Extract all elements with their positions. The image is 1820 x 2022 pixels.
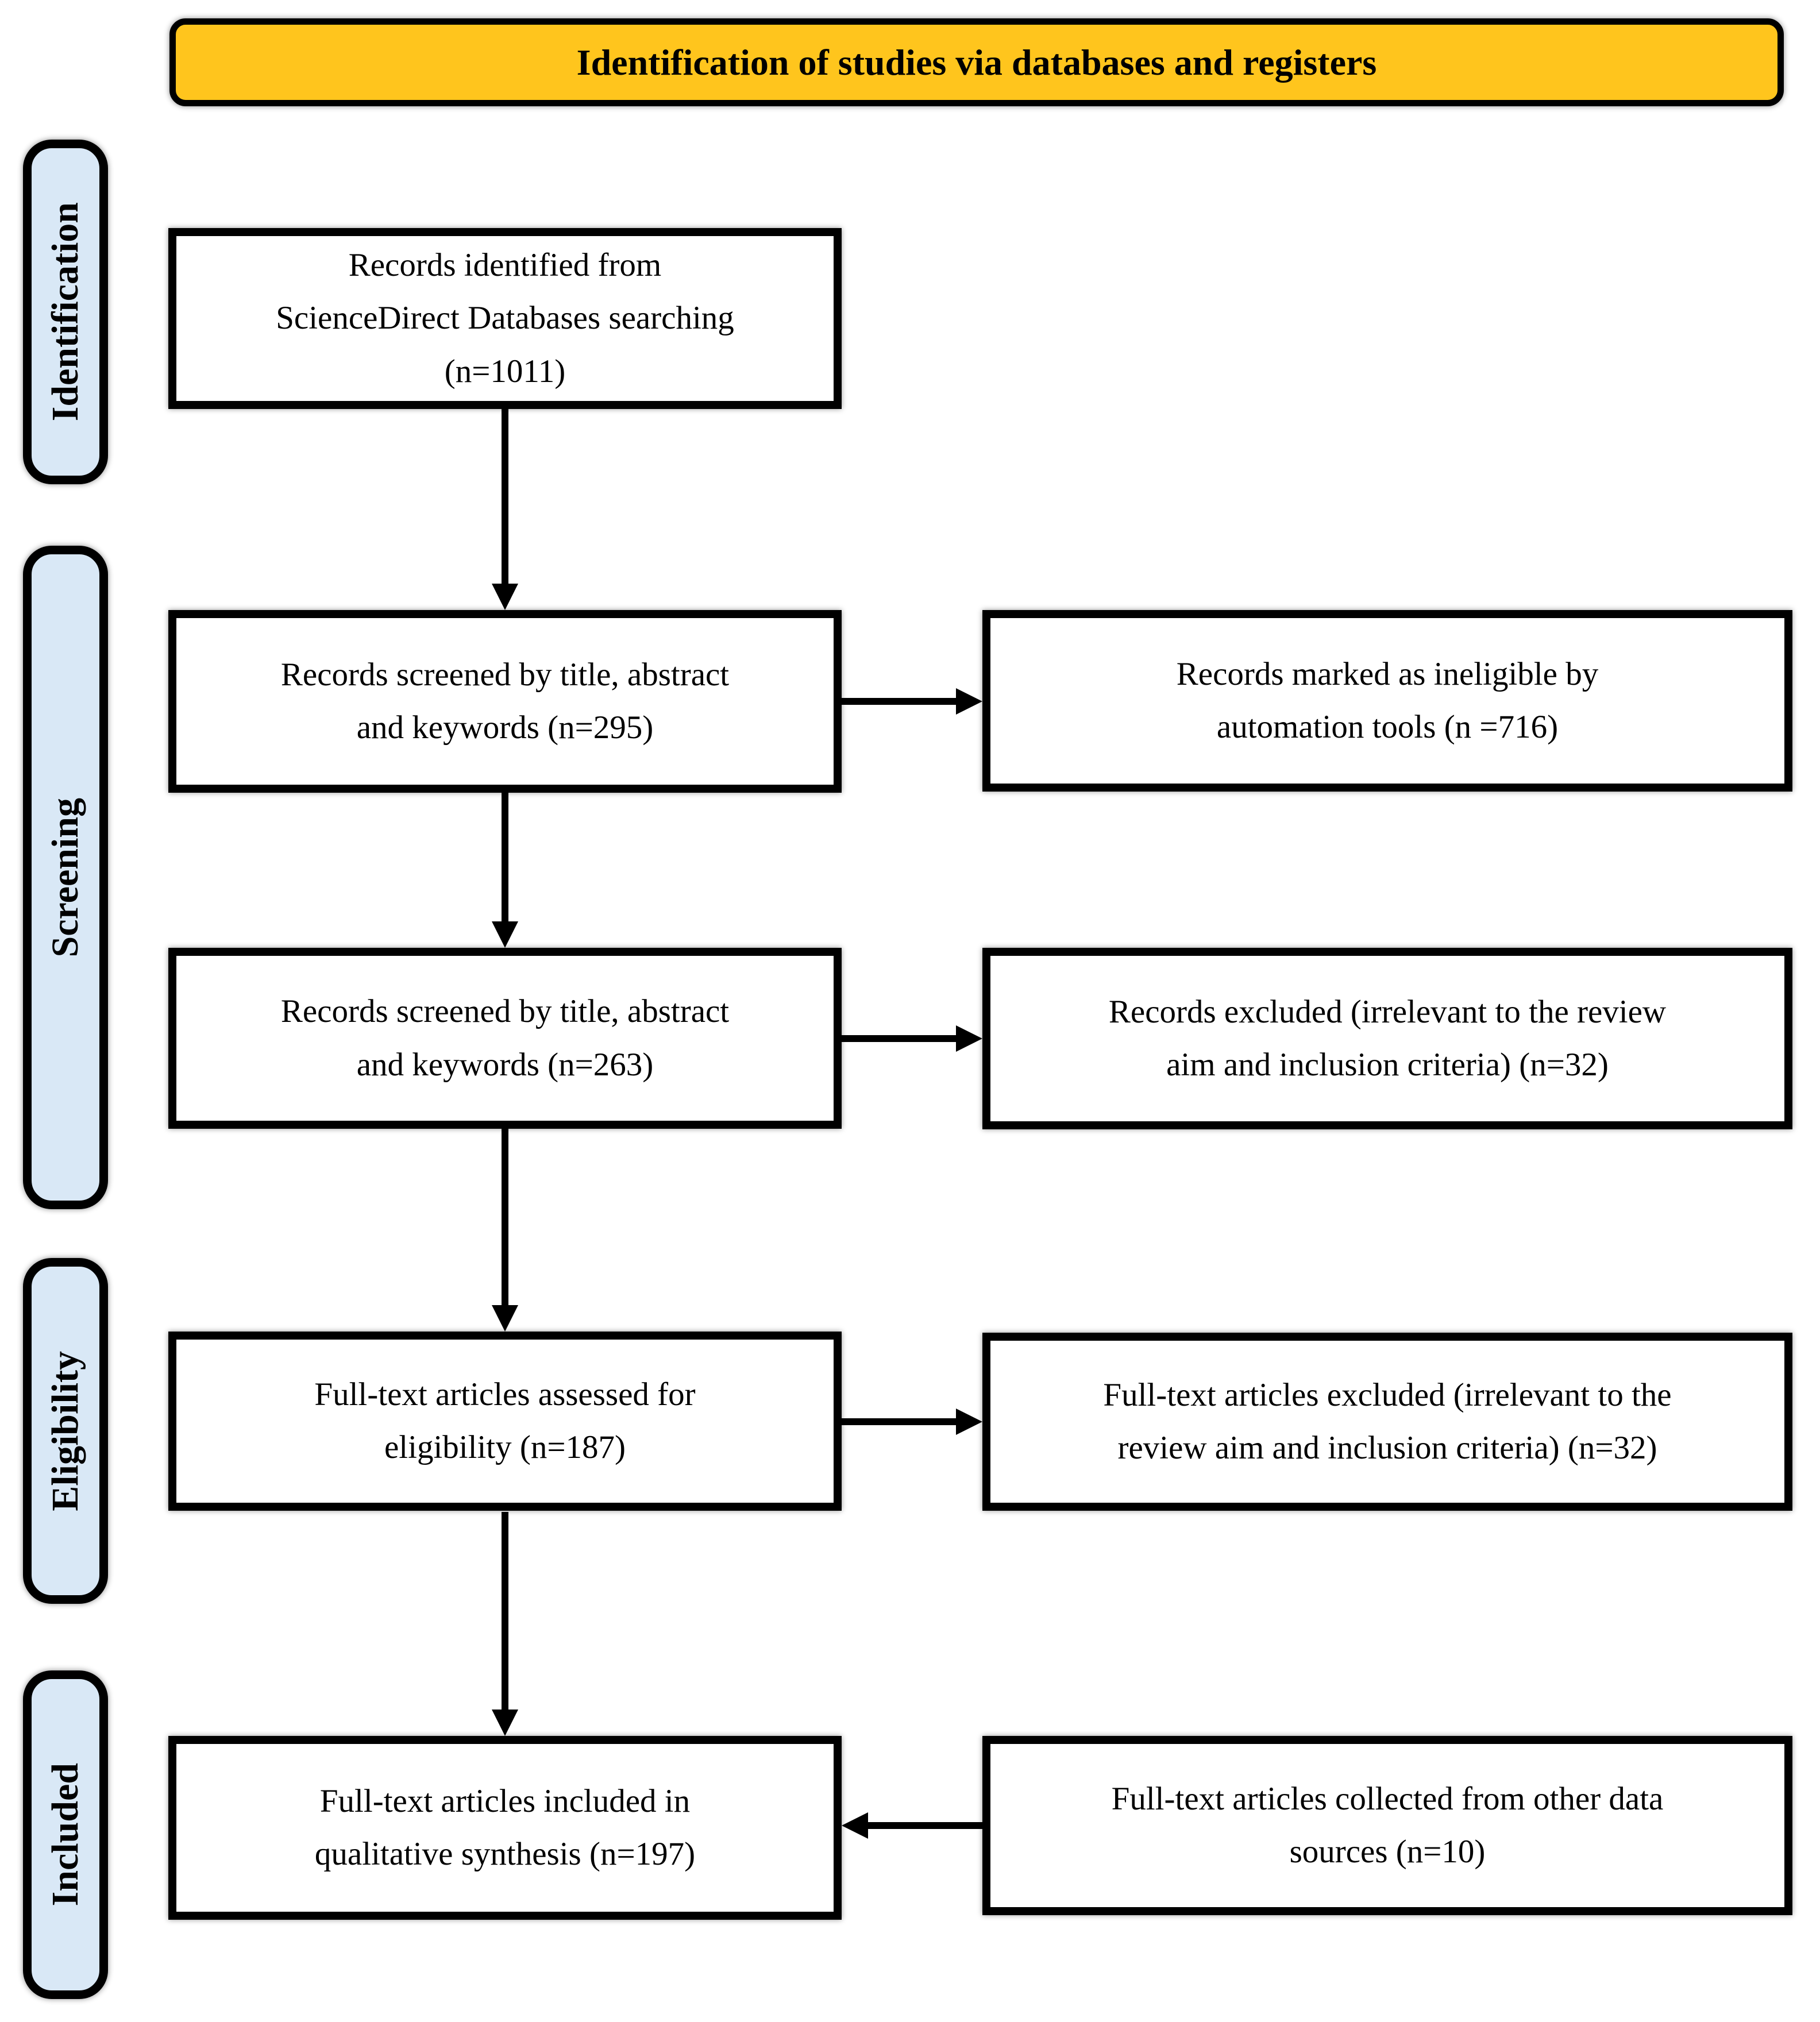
node-records-identified: Records identified from ScienceDirect Da… <box>168 228 842 409</box>
stage-included-label: Included <box>44 1763 86 1907</box>
arrow-assessed-to-included-icon <box>492 1512 518 1736</box>
node-records-screened-263-text: Records screened by title, abstract and … <box>280 993 730 1083</box>
arrow-identified-to-screened-icon <box>492 409 518 610</box>
arrow-screened295-to-screened263-icon <box>492 793 518 948</box>
arrow-screened263-to-assessed-icon <box>492 1129 518 1332</box>
stage-eligibility-label: Eligibility <box>44 1350 86 1511</box>
diagram-title: Identification of studies via databases … <box>576 41 1377 83</box>
node-records-screened-295: Records screened by title, abstract and … <box>168 610 842 793</box>
arrow-screened295-to-ineligible-icon <box>842 688 982 715</box>
node-other-sources-10: Full-text articles collected from other … <box>982 1736 1792 1915</box>
node-fulltext-included-197-text: Full-text articles included in qualitati… <box>314 1782 696 1872</box>
stage-included: Included <box>23 1670 108 1999</box>
stage-screening: Screening <box>23 546 108 1209</box>
stage-screening-label: Screening <box>44 797 86 958</box>
node-records-excluded-32-text: Records excluded (irrelevant to the revi… <box>1108 993 1667 1083</box>
node-records-screened-295-text: Records screened by title, abstract and … <box>280 656 730 746</box>
arrow-screened263-to-excluded-icon <box>842 1025 982 1052</box>
diagram-title-banner: Identification of studies via databases … <box>169 18 1784 106</box>
node-records-ineligible-716-text: Records marked as ineligible by automati… <box>1176 655 1599 745</box>
node-records-identified-text: Records identified from ScienceDirect Da… <box>276 247 734 389</box>
node-records-ineligible-716: Records marked as ineligible by automati… <box>982 610 1792 792</box>
node-records-screened-263: Records screened by title, abstract and … <box>168 948 842 1129</box>
node-fulltext-included-197: Full-text articles included in qualitati… <box>168 1736 842 1920</box>
stage-identification-label: Identification <box>44 202 86 422</box>
node-fulltext-excluded-32-text: Full-text articles excluded (irrelevant … <box>1103 1376 1672 1466</box>
node-fulltext-assessed-187-text: Full-text articles assessed for eligibil… <box>314 1376 696 1465</box>
node-fulltext-assessed-187: Full-text articles assessed for eligibil… <box>168 1332 842 1511</box>
stage-identification: Identification <box>23 140 108 484</box>
node-records-excluded-32: Records excluded (irrelevant to the revi… <box>982 948 1792 1129</box>
arrow-assessed-to-fulltext-excluded-icon <box>842 1409 982 1435</box>
stage-eligibility: Eligibility <box>23 1258 108 1604</box>
node-other-sources-10-text: Full-text articles collected from other … <box>1111 1780 1664 1870</box>
node-fulltext-excluded-32: Full-text articles excluded (irrelevant … <box>982 1333 1792 1511</box>
arrow-other-sources-to-included-icon <box>842 1812 982 1839</box>
